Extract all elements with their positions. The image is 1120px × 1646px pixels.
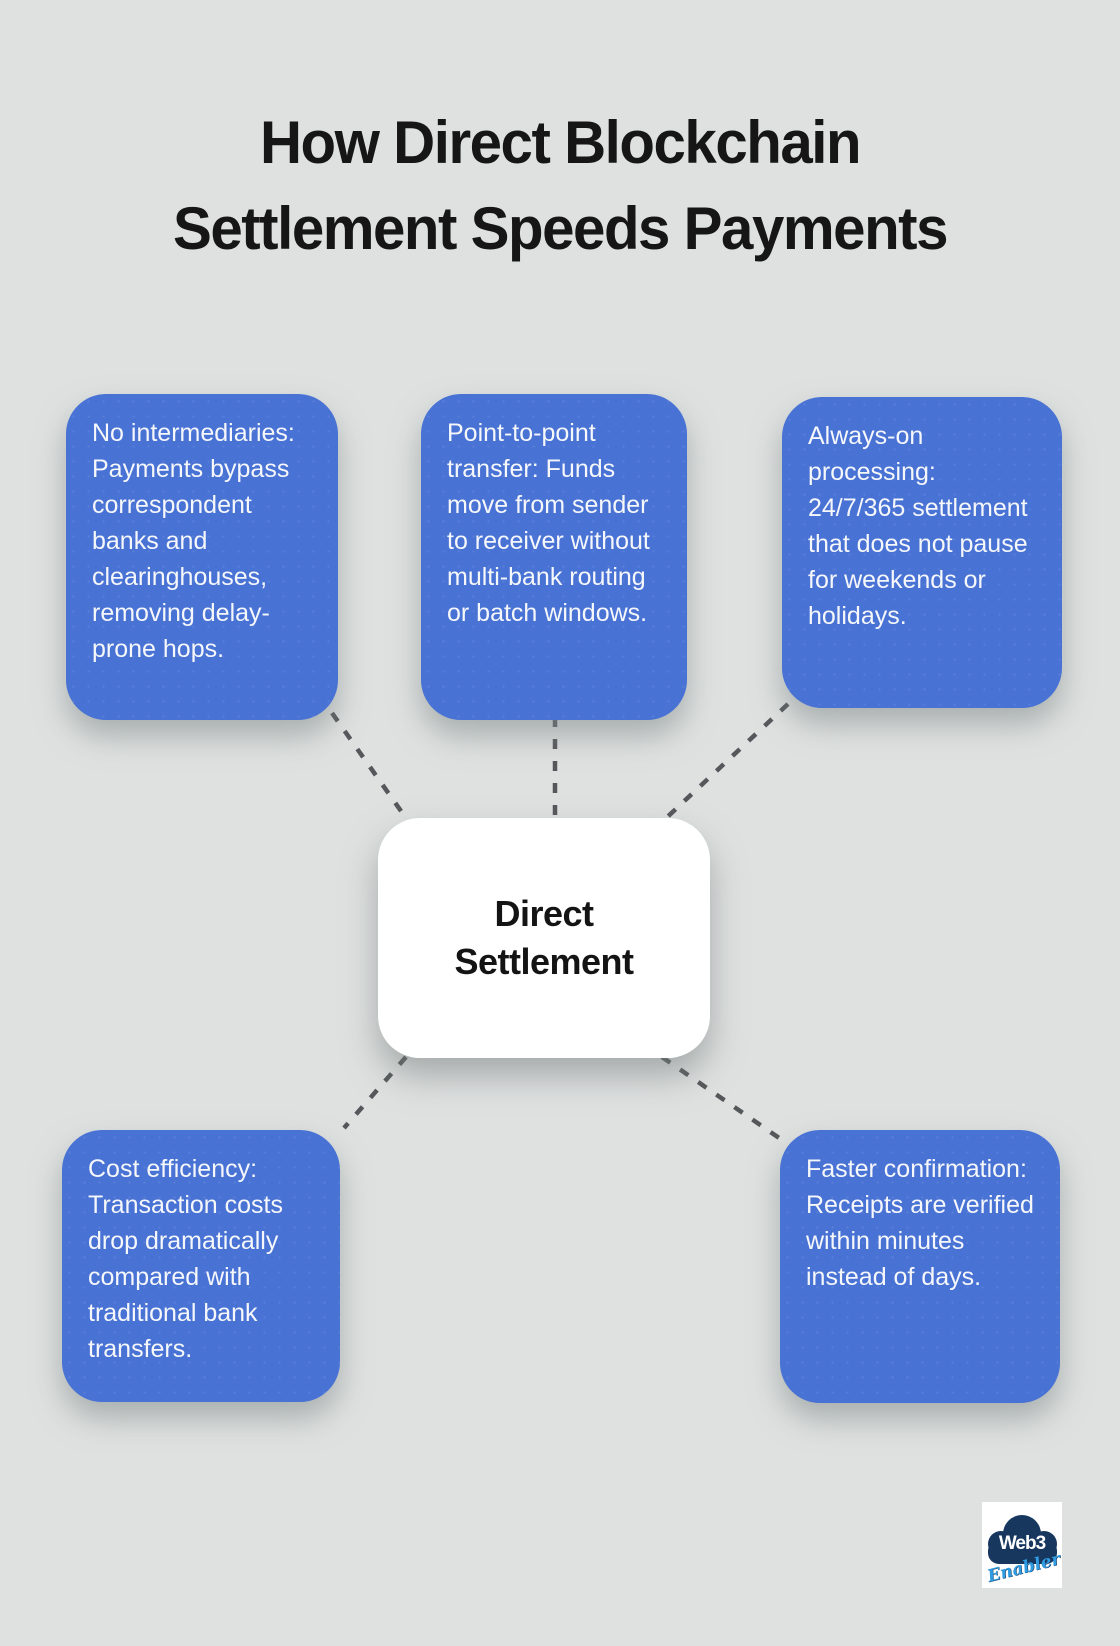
node-cost-efficiency: Cost efficiency: Transaction costs drop … <box>62 1130 340 1402</box>
center-node-label: Direct Settlement <box>454 893 634 982</box>
node-point-to-point-transfer-text: Point-to-point transfer: Funds move from… <box>447 419 650 627</box>
connector-top-right <box>661 702 790 823</box>
web3-enabler-logo: Web3 Enabler <box>982 1502 1063 1588</box>
node-no-intermediaries: No intermediaries: Payments bypass corre… <box>66 394 338 720</box>
cloud-icon <box>988 1515 1057 1564</box>
node-always-on-processing: Always-on processing: 24/7/365 settlemen… <box>782 397 1062 708</box>
page-title-line-1: How Direct Blockchain <box>259 109 862 176</box>
node-no-intermediaries-text: No intermediaries: Payments bypass corre… <box>92 419 295 663</box>
page-title-line-2: Settlement Speeds Payments <box>172 195 948 262</box>
connector-top-left <box>330 711 410 823</box>
node-cost-efficiency-text: Cost efficiency: Transaction costs drop … <box>88 1155 283 1363</box>
node-faster-confirmation-text: Faster confirmation: Receipts are verifi… <box>806 1155 1034 1291</box>
connector-bottom-left <box>342 1055 408 1130</box>
logo-text-web3: Web3 <box>998 1533 1046 1554</box>
center-node-direct-settlement: Direct Settlement <box>378 818 710 1058</box>
node-faster-confirmation: Faster confirmation: Receipts are verifi… <box>780 1130 1060 1403</box>
page-title: How Direct Blockchain Settlement Speeds … <box>17 100 1103 272</box>
connector-bottom-right <box>660 1055 784 1142</box>
node-point-to-point-transfer: Point-to-point transfer: Funds move from… <box>421 394 687 720</box>
node-always-on-processing-text: Always-on processing: 24/7/365 settlemen… <box>808 422 1028 630</box>
